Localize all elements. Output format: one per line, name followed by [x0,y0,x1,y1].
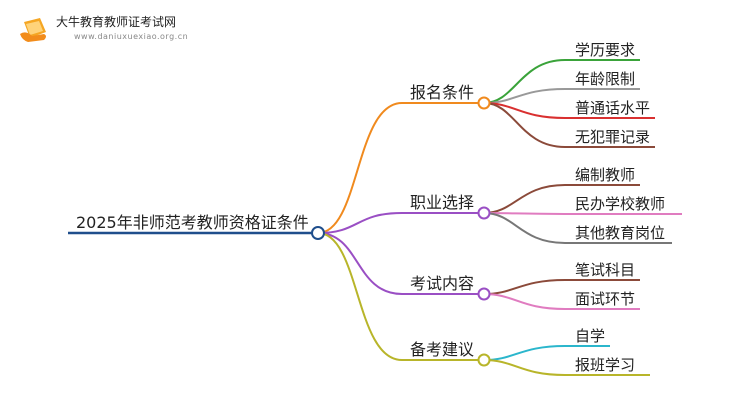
branch-node-1[interactable] [477,96,491,110]
site-logo[interactable]: 大牛教育教师证考试网 www.daniuxuexiao.org.cn [14,10,254,46]
leaf-label-1-3: 普通话水平 [575,99,650,117]
leaf-label-3-2: 面试环节 [575,290,635,308]
leaf-label-2-1: 编制教师 [575,166,635,184]
root-branch-link-1 [317,102,478,234]
root-node[interactable] [311,226,325,240]
leaf-label-1-2: 年龄限制 [575,70,635,88]
branch-label-4: 备考建议 [410,340,474,359]
branch-node-3[interactable] [477,287,491,301]
leaf-label-4-2: 报班学习 [575,356,635,374]
leaf-link-1-2 [483,88,640,104]
book-hand-icon [20,18,46,42]
branch-label-3: 考试内容 [410,274,474,293]
leaf-label-3-1: 笔试科目 [575,261,635,279]
root-branch-link-3 [317,232,478,295]
leaf-label-1-4: 无犯罪记录 [575,128,650,146]
leaf-link-3-2 [483,293,640,310]
leaf-link-2-3 [483,212,672,244]
leaf-link-4-1 [483,345,610,361]
leaf-link-1-1 [483,59,640,104]
branch-node-2[interactable] [477,206,491,220]
leaf-link-2-1 [483,184,640,214]
leaf-link-4-2 [483,359,650,376]
leaf-label-4-1: 自学 [575,327,605,345]
leaf-link-2-2 [483,212,682,215]
branch-label-2: 职业选择 [410,193,474,212]
leaf-label-1-1: 学历要求 [575,41,635,59]
logo-title: 大牛教育教师证考试网 [56,15,177,29]
root-branch-link-2 [317,212,478,234]
logo-url: www.daniuxuexiao.org.cn [74,32,189,41]
leaf-label-2-2: 民办学校教师 [575,195,665,213]
leaf-label-2-3: 其他教育岗位 [575,224,665,242]
branch-label-1: 报名条件 [410,83,474,102]
root-branch-link-4 [317,232,478,361]
root-label: 2025年非师范考教师资格证条件 [76,213,309,232]
leaf-link-1-4 [483,102,655,148]
branch-node-4[interactable] [477,353,491,367]
leaf-link-3-1 [483,279,640,295]
